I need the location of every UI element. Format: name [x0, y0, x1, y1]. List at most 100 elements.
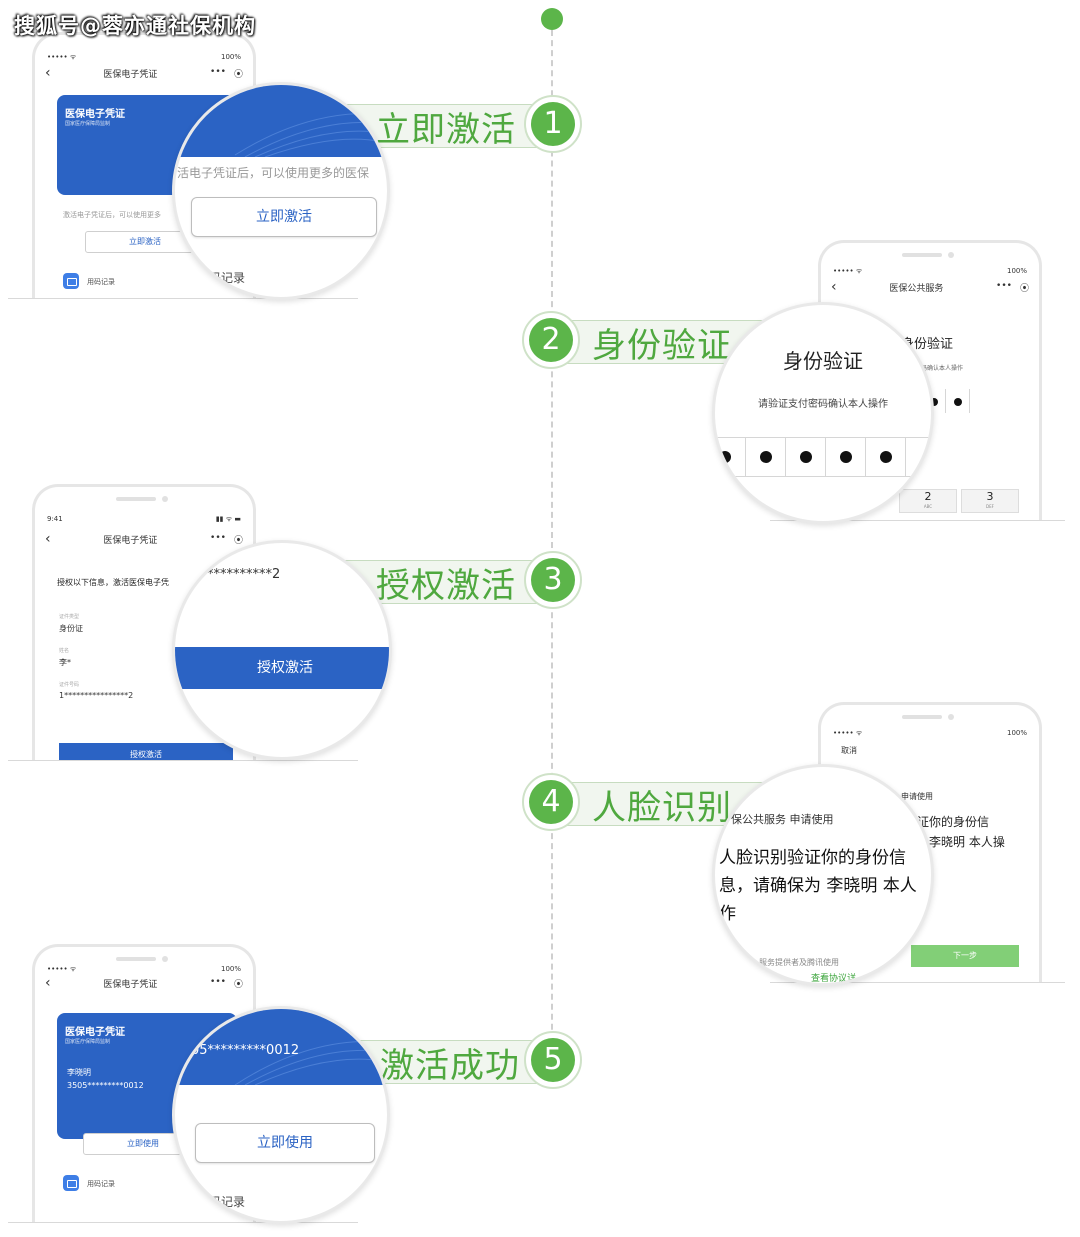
step-number: 2: [529, 318, 573, 362]
card-subtitle: 国家医疗保障局监制: [65, 121, 111, 127]
next-button[interactable]: 下一步: [911, 945, 1019, 967]
id-number-value: 1****************2: [59, 691, 134, 700]
baseline: [770, 520, 1065, 521]
baseline: [770, 982, 1065, 983]
lens-id-number: **********2: [207, 567, 281, 582]
step-number-badge: 3: [524, 551, 582, 609]
back-arrow-icon[interactable]: ‹: [45, 531, 51, 547]
card-holder-name: 李晓明: [67, 1068, 91, 1077]
activate-button[interactable]: 立即激活: [85, 231, 205, 253]
lens-pin-input[interactable]: [715, 437, 931, 477]
lens-apply-text: 保公共服务 申请使用: [731, 813, 834, 826]
authorize-intro: 授权以下信息，激活医保电子凭: [57, 578, 169, 587]
back-arrow-icon[interactable]: ‹: [45, 65, 51, 81]
card-subtitle: 国家医疗保障局监制: [65, 1039, 111, 1045]
lens-verify-subtitle: 请验证支付密码确认本人操作: [758, 399, 888, 410]
use-now-button[interactable]: 立即使用: [83, 1133, 203, 1155]
name-value: 李*: [59, 658, 71, 667]
watermark: 搜狐号@蓉亦通社保机构: [14, 14, 256, 38]
magnifier-step5: 05*********0012 立即使用 码记录: [172, 1006, 390, 1224]
lens-activate-button[interactable]: 立即激活: [191, 197, 377, 237]
activate-hint: 激活电子凭证后，可以使用更多: [63, 211, 161, 219]
signal-battery-icon: ▮▮ ᯤ ▬: [215, 515, 241, 523]
nav-title: 医保电子凭证: [103, 69, 158, 80]
carrier-text: ••••• ᯤ: [833, 729, 863, 737]
step-number: 5: [531, 1038, 575, 1082]
id-type-label: 证件类型: [59, 614, 80, 620]
step-title: 授权激活: [376, 566, 516, 606]
more-dots-icon[interactable]: •••: [210, 532, 226, 543]
lens-activate-hint: 活电子凭证后，可以使用更多的医保: [177, 166, 370, 180]
nav-title: 医保电子凭证: [103, 979, 158, 990]
magnifier-step2: 身份验证 请验证支付密码确认本人操作: [712, 302, 934, 524]
lens-card-area: 05*********0012: [175, 1009, 387, 1085]
record-link[interactable]: 用码记录: [87, 278, 115, 286]
step-number-badge: 4: [522, 773, 580, 831]
close-circle-icon[interactable]: ⦿: [233, 979, 243, 990]
more-dots-icon[interactable]: •••: [210, 976, 226, 987]
id-number-label: 证件号码: [59, 682, 80, 688]
magnifier-step4: 保公共服务 申请使用 人脸识别验证你的身份信 息，请确保为 李晓明 本人 作 服…: [712, 764, 934, 986]
battery-text: 100%: [220, 53, 241, 61]
record-icon: [63, 1175, 79, 1191]
lens-verify-title: 身份验证: [783, 349, 863, 373]
card-title: 医保电子凭证: [65, 1027, 125, 1038]
record-link[interactable]: 用码记录: [87, 1180, 115, 1188]
step-number: 1: [531, 102, 575, 146]
lens-face-verify-text: 人脸识别验证你的身份信: [719, 848, 906, 868]
nav-title: 医保公共服务: [889, 283, 944, 294]
battery-text: 100%: [1006, 267, 1027, 275]
more-dots-icon[interactable]: •••: [996, 280, 1012, 291]
record-icon: [63, 273, 79, 289]
verify-title: 身份验证: [901, 337, 954, 352]
apply-text: 申请使用: [901, 792, 933, 801]
close-circle-icon[interactable]: ⦿: [1019, 283, 1029, 294]
lens-footer-text: 服务提供者及腾讯使用: [759, 958, 839, 967]
timeline-top-dot: [541, 8, 563, 30]
step-title: 立即激活: [376, 110, 516, 150]
step-title: 身份验证: [592, 326, 732, 366]
lens-record-link: 码记录: [209, 271, 246, 285]
confirm-text: 李晓明 本人操: [929, 835, 1005, 849]
lens-authorize-button[interactable]: 授权激活: [175, 647, 389, 689]
timeline-line: [551, 20, 553, 1080]
cancel-button[interactable]: 取消: [841, 746, 857, 755]
close-circle-icon[interactable]: ⦿: [233, 69, 243, 80]
carrier-text: ••••• ᯤ: [47, 53, 77, 61]
carrier-text: ••••• ᯤ: [833, 267, 863, 275]
carrier-text: ••••• ᯤ: [47, 965, 77, 973]
card-id-number: 3505*********0012: [67, 1081, 144, 1090]
step-title: 人脸识别: [592, 788, 732, 828]
lens-confirm-text: 息，请确保为 李晓明 本人: [719, 876, 917, 896]
magnifier-step3: **********2 授权激活: [172, 540, 392, 760]
nav-title: 医保电子凭证: [103, 535, 158, 546]
baseline: [8, 1222, 358, 1223]
step-3-label: 授权激活 3: [330, 551, 582, 609]
lens-use-now-button[interactable]: 立即使用: [195, 1123, 375, 1163]
step-number-badge: 5: [524, 1031, 582, 1089]
lens-id-number: 05*********0012: [191, 1043, 300, 1058]
step-number-badge: 1: [524, 95, 582, 153]
time-text: 9:41: [47, 515, 63, 523]
battery-text: 100%: [220, 965, 241, 973]
close-circle-icon[interactable]: ⦿: [233, 535, 243, 546]
battery-text: 100%: [1006, 729, 1027, 737]
lens-record-link: 码记录: [209, 1195, 246, 1209]
verify-text: 证你的身份信: [917, 815, 990, 829]
step-title: 激活成功: [380, 1046, 520, 1086]
card-title: 医保电子凭证: [65, 109, 125, 120]
step-number: 3: [531, 558, 575, 602]
back-arrow-icon[interactable]: ‹: [831, 279, 837, 295]
lens-agreement-link[interactable]: 查看协议详: [811, 974, 857, 984]
more-dots-icon[interactable]: •••: [210, 66, 226, 77]
baseline: [8, 298, 358, 299]
magnifier-step1: 活电子凭证后，可以使用更多的医保 立即激活 码记录: [172, 82, 390, 300]
back-arrow-icon[interactable]: ‹: [45, 975, 51, 991]
id-type-value: 身份证: [59, 624, 83, 633]
step-number-badge: 2: [522, 311, 580, 369]
lens-card-area: [175, 85, 387, 157]
authorize-button[interactable]: 授权激活: [59, 743, 233, 760]
